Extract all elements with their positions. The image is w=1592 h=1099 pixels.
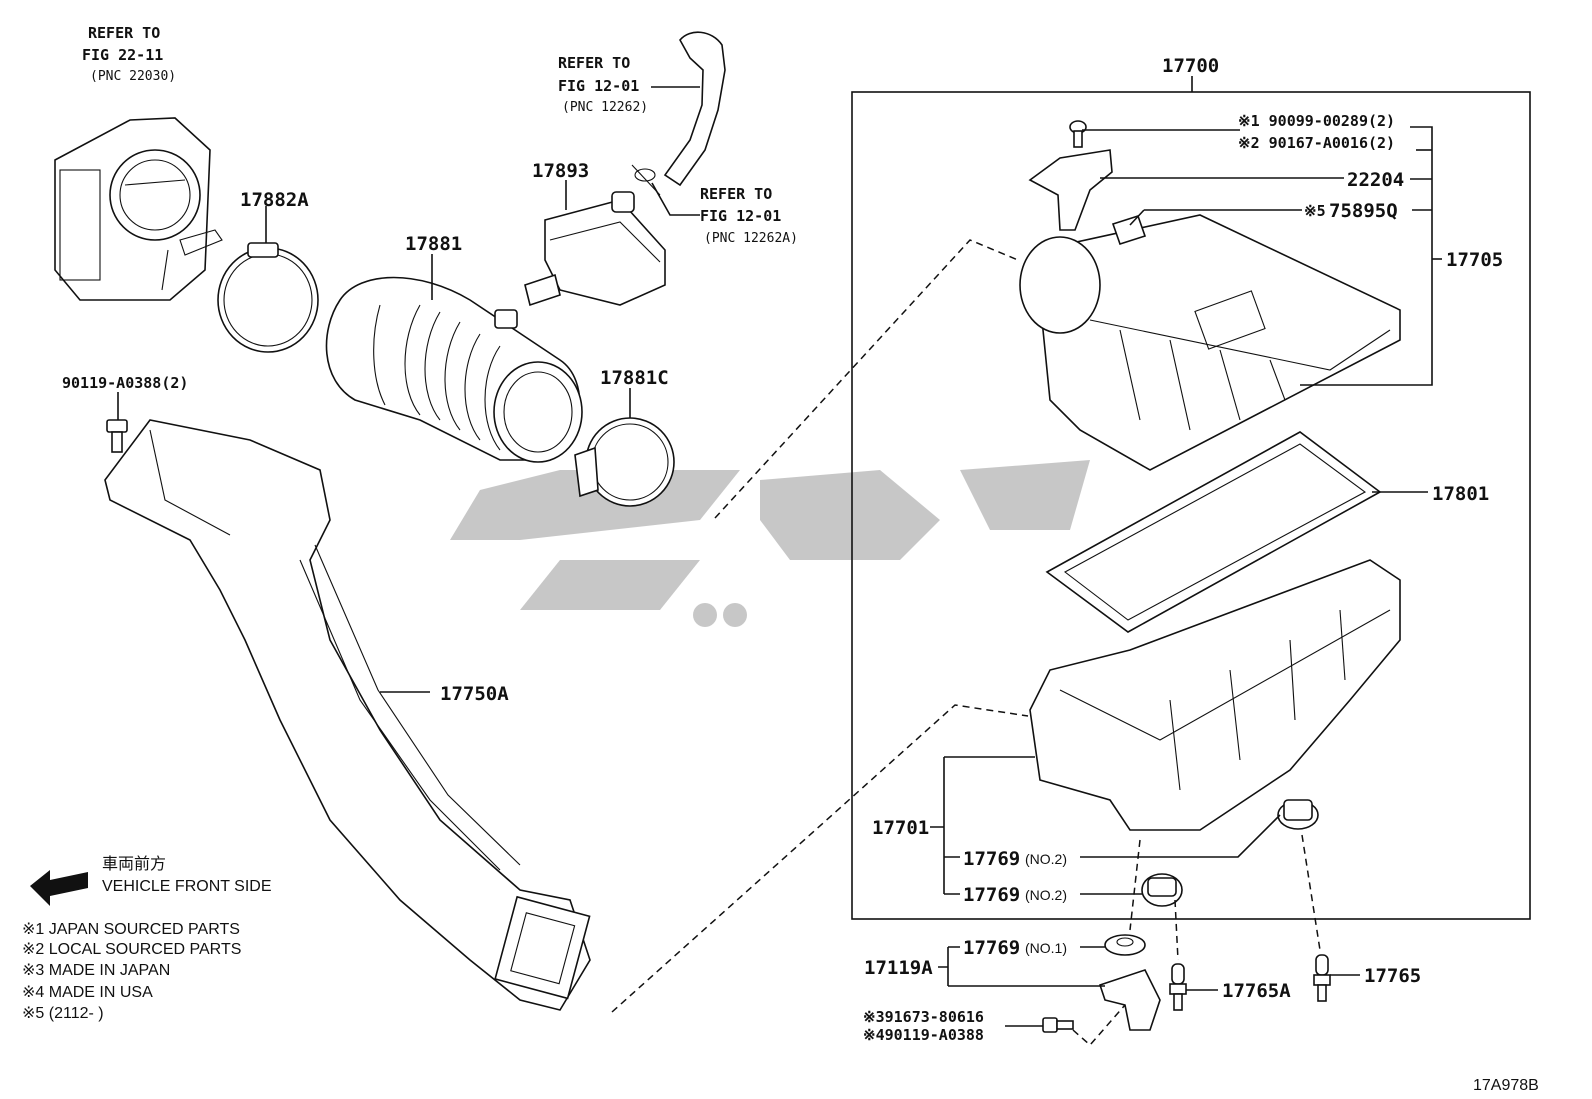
part-label-17769-no2-a: 17769	[963, 848, 1020, 870]
front-direction-arrow-icon	[30, 870, 88, 906]
ref-clip-line3: (PNC 12262A)	[704, 231, 798, 246]
screw-illustration	[1069, 120, 1087, 148]
part-label-17750a: 17750A	[440, 683, 509, 705]
part-label-22204: 22204	[1347, 169, 1404, 191]
ref-throttle-line3: (PNC 22030)	[90, 69, 176, 84]
ref-throttle-line1: REFER TO	[88, 24, 160, 42]
part-label-90119-a0388: 90119-A0388(2)	[62, 374, 188, 392]
part-label-90099-00289: ※1 90099-00289(2)	[1238, 112, 1395, 130]
part-label-17893: 17893	[532, 160, 589, 182]
part-label-17701: 17701	[872, 817, 929, 839]
pin-17765a-illustration	[1169, 963, 1187, 1011]
ref-clip-line2: FIG 12-01	[700, 207, 781, 225]
ref-hose-line3: (PNC 12262)	[562, 100, 648, 115]
label-plate-illustration	[1111, 215, 1147, 245]
throttle-body-illustration	[54, 117, 223, 301]
part-label-17700: 17700	[1162, 55, 1219, 77]
ref-throttle-line2: FIG 22-11	[82, 46, 163, 64]
air-flow-sensor-illustration	[1028, 149, 1113, 231]
bracket-17119a-illustration	[1098, 969, 1161, 1031]
part-sub-17769-no2-b: (NO.2)	[1025, 887, 1067, 903]
note-4: ※4 MADE IN USA	[22, 984, 153, 1001]
leader-lines	[117, 76, 1442, 1027]
part-label-17119a: 17119A	[864, 957, 933, 979]
grommet-17769-right-illustration	[1277, 799, 1319, 830]
part-label-17765: 17765	[1364, 965, 1421, 987]
ref-clip-line1: REFER TO	[700, 185, 772, 203]
dashed-assembly-lines	[611, 239, 1321, 1047]
part-sub-17769-no2-a: (NO.2)	[1025, 851, 1067, 867]
note-2: ※2 LOCAL SOURCED PARTS	[22, 941, 241, 958]
part-label-17882a: 17882A	[240, 189, 309, 211]
part-label-91673-80616: ※391673-80616	[863, 1008, 984, 1026]
assembly-17700-box	[851, 91, 1531, 920]
part-label-90119-a0388-b: ※490119-A0388	[863, 1026, 984, 1044]
part-label-75895q-mark: ※5	[1304, 202, 1326, 220]
intake-hose-illustration	[325, 276, 583, 463]
ref-hose-line2: FIG 12-01	[558, 77, 639, 95]
part-label-17705: 17705	[1446, 249, 1503, 271]
part-label-17769-no1: 17769	[963, 937, 1020, 959]
intake-duct-illustration	[104, 419, 591, 1011]
part-label-17881: 17881	[405, 233, 462, 255]
part-label-75895q: 75895Q	[1329, 200, 1398, 222]
note-3: ※3 MADE IN JAPAN	[22, 962, 170, 979]
hose-clamp-17881c-illustration	[574, 417, 675, 507]
air-cleaner-case-illustration	[1029, 559, 1401, 831]
bolt-91673-illustration	[1042, 1017, 1074, 1033]
part-sub-17769-no1: (NO.1)	[1025, 940, 1067, 956]
part-label-90167-a0016: ※2 90167-A0016(2)	[1238, 134, 1395, 152]
pin-17765-illustration	[1313, 954, 1331, 1002]
figure-id: 17A978B	[1473, 1077, 1539, 1094]
grommet-17769-no1-illustration	[1104, 934, 1146, 956]
part-label-17881c: 17881C	[600, 367, 669, 389]
grommet-17769-center-illustration	[1141, 873, 1183, 907]
note-1: ※1 JAPAN SOURCED PARTS	[22, 921, 240, 938]
watermark-logo	[450, 460, 1090, 627]
direction-label-en: VEHICLE FRONT SIDE	[102, 878, 272, 895]
hose-clamp-illustration	[217, 242, 319, 353]
air-cleaner-cap-illustration	[1019, 214, 1401, 471]
part-label-17765a: 17765A	[1222, 980, 1291, 1002]
part-label-17801: 17801	[1432, 483, 1489, 505]
part-label-17769-no2-b: 17769	[963, 884, 1020, 906]
resonator-illustration	[524, 191, 666, 307]
note-5: ※5 (2112- )	[22, 1005, 104, 1022]
direction-label-jp: 車両前方	[102, 855, 166, 873]
bolt-90119-illustration	[106, 419, 128, 453]
ref-hose-line1: REFER TO	[558, 54, 630, 72]
